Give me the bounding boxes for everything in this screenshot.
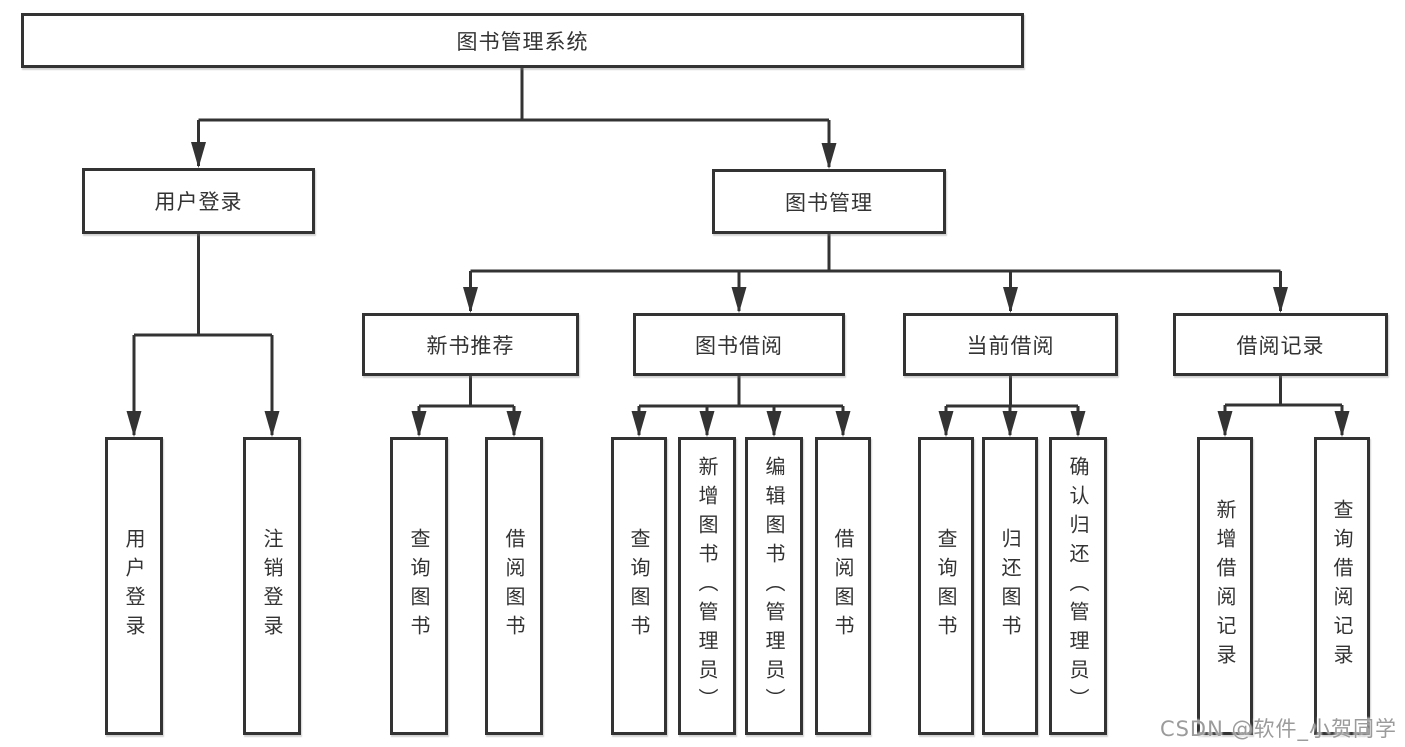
node-new-books-borrow: 借阅图书: [485, 437, 543, 735]
arrowhead: [1070, 411, 1086, 437]
connector-user-login-children: [132, 234, 274, 435]
node-book-mgmt: 图书管理: [712, 169, 946, 234]
arrowhead: [631, 411, 647, 437]
node-user-login-logout-label: 注销登录: [260, 528, 284, 644]
node-current-query: 查询图书: [918, 437, 974, 735]
node-user-login-login-label: 用户登录: [122, 528, 146, 644]
node-current-query-label: 查询图书: [934, 528, 958, 644]
arrowhead: [938, 411, 954, 437]
connector-borrow-records-children: [1223, 376, 1344, 435]
node-user-login-logout: 注销登录: [243, 437, 301, 735]
node-borrow-edit-label: 编辑图书（管理员）: [762, 455, 786, 717]
node-current-return-label: 归还图书: [998, 528, 1022, 644]
csdn-watermark: CSDN @软件_小贺同学: [1159, 717, 1397, 741]
node-borrow-borrow-label: 借阅图书: [831, 528, 855, 644]
arrowhead: [766, 411, 782, 437]
node-book-borrow-label: 图书借阅: [695, 333, 783, 358]
arrowhead: [463, 287, 478, 313]
node-borrow-add-label: 新增图书（管理员）: [695, 455, 719, 717]
arrowhead: [191, 142, 206, 168]
node-user-login: 用户登录: [82, 168, 315, 234]
node-user-login-login: 用户登录: [105, 437, 163, 735]
node-current-confirm: 确认归还（管理员）: [1049, 437, 1107, 735]
node-book-borrow: 图书借阅: [633, 313, 845, 376]
arrowhead: [731, 287, 747, 313]
node-borrow-edit: 编辑图书（管理员）: [745, 437, 803, 735]
node-new-books-query-label: 查询图书: [407, 528, 431, 644]
node-current-borrow-label: 当前借阅: [966, 333, 1055, 358]
arrowheads: [126, 142, 1350, 437]
arrowhead: [264, 411, 280, 437]
connector-new-books-children: [417, 376, 516, 435]
arrowhead: [126, 411, 142, 437]
node-new-books: 新书推荐: [362, 313, 579, 376]
arrowhead: [699, 411, 715, 437]
arrowhead: [835, 411, 851, 437]
node-borrow-add: 新增图书（管理员）: [678, 437, 736, 735]
connector-book-borrow-children: [637, 376, 845, 435]
node-new-books-borrow-label: 借阅图书: [502, 528, 526, 644]
arrowhead: [1002, 411, 1018, 437]
node-borrow-records-label: 借阅记录: [1236, 333, 1325, 358]
arrowhead: [1003, 287, 1018, 313]
node-new-books-label: 新书推荐: [426, 333, 515, 358]
node-current-confirm-label: 确认归还（管理员）: [1066, 455, 1090, 717]
node-book-mgmt-label: 图书管理: [785, 190, 873, 215]
node-user-login-label: 用户登录: [154, 190, 243, 214]
node-borrow-query-label: 查询图书: [627, 528, 651, 644]
node-borrow-borrow: 借阅图书: [815, 437, 871, 735]
node-current-borrow: 当前借阅: [903, 313, 1118, 376]
arrowhead: [1273, 287, 1288, 313]
node-records-add-label: 新增借阅记录: [1213, 499, 1237, 673]
arrowhead: [1334, 411, 1350, 437]
node-new-books-query: 查询图书: [390, 437, 448, 735]
node-root: 图书管理系统: [21, 13, 1024, 68]
node-borrow-query: 查询图书: [611, 437, 667, 735]
arrowhead: [506, 411, 522, 437]
arrowhead: [411, 411, 427, 437]
connector-book-mgmt-children: [469, 234, 1282, 311]
arrowhead: [1217, 411, 1233, 437]
node-records-query-label: 查询借阅记录: [1330, 499, 1354, 673]
node-records-add: 新增借阅记录: [1197, 437, 1253, 735]
node-root-label: 图书管理系统: [456, 29, 589, 54]
arrowhead: [821, 143, 837, 169]
connector-root-to-level2: [197, 68, 831, 167]
node-current-return: 归还图书: [982, 437, 1038, 735]
node-borrow-records: 借阅记录: [1173, 313, 1388, 376]
node-records-query: 查询借阅记录: [1314, 437, 1370, 735]
